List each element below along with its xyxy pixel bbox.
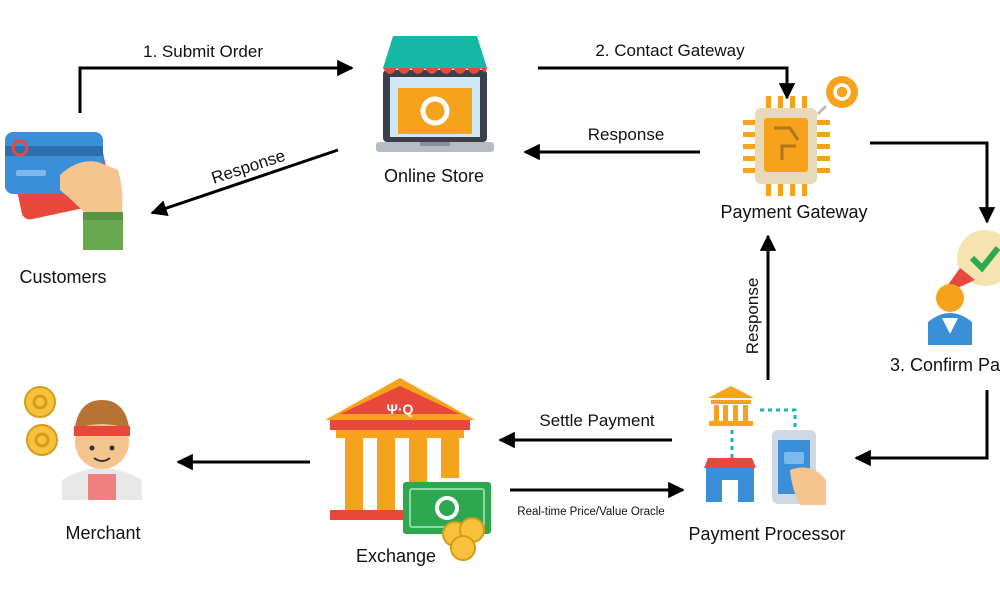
node-customers: Customers bbox=[19, 267, 106, 287]
label-oracle: Real-time Price/Value Oracle bbox=[517, 506, 664, 518]
arrow-contact-gateway bbox=[538, 66, 796, 100]
merchant-person-icon bbox=[24, 386, 142, 500]
node-exchange: Exchange bbox=[356, 546, 436, 566]
chip-gateway-icon bbox=[743, 76, 858, 196]
confirm-check-person-icon bbox=[928, 230, 1000, 345]
arrow-confirm-to-processor bbox=[854, 390, 989, 467]
arrow-submit-order bbox=[78, 59, 354, 113]
svg-text:Ψ·Q: Ψ·Q bbox=[387, 401, 414, 417]
label-processor-response: Response bbox=[743, 278, 762, 355]
node-online-store: Online Store bbox=[384, 166, 484, 186]
payment-processor-icon bbox=[704, 386, 826, 505]
node-payment-processor: Payment Processor bbox=[688, 524, 845, 544]
node-merchant: Merchant bbox=[65, 523, 140, 543]
credit-card-hand-icon bbox=[5, 132, 123, 250]
label-settle-payment: Settle Payment bbox=[539, 411, 655, 430]
arrow-to-confirm bbox=[870, 141, 996, 224]
exchange-bank-icon: Ψ·Q bbox=[325, 378, 491, 561]
online-store-laptop-icon bbox=[376, 36, 494, 152]
label-gateway-response: Response bbox=[588, 125, 665, 144]
arrow-store-response bbox=[150, 148, 339, 217]
label-submit-order: 1. Submit Order bbox=[143, 42, 263, 61]
node-confirm-payment: 3. Confirm Pa bbox=[890, 355, 1000, 375]
arrows bbox=[78, 59, 996, 499]
label-contact-gateway: 2. Contact Gateway bbox=[595, 41, 745, 60]
node-payment-gateway: Payment Gateway bbox=[720, 202, 867, 222]
